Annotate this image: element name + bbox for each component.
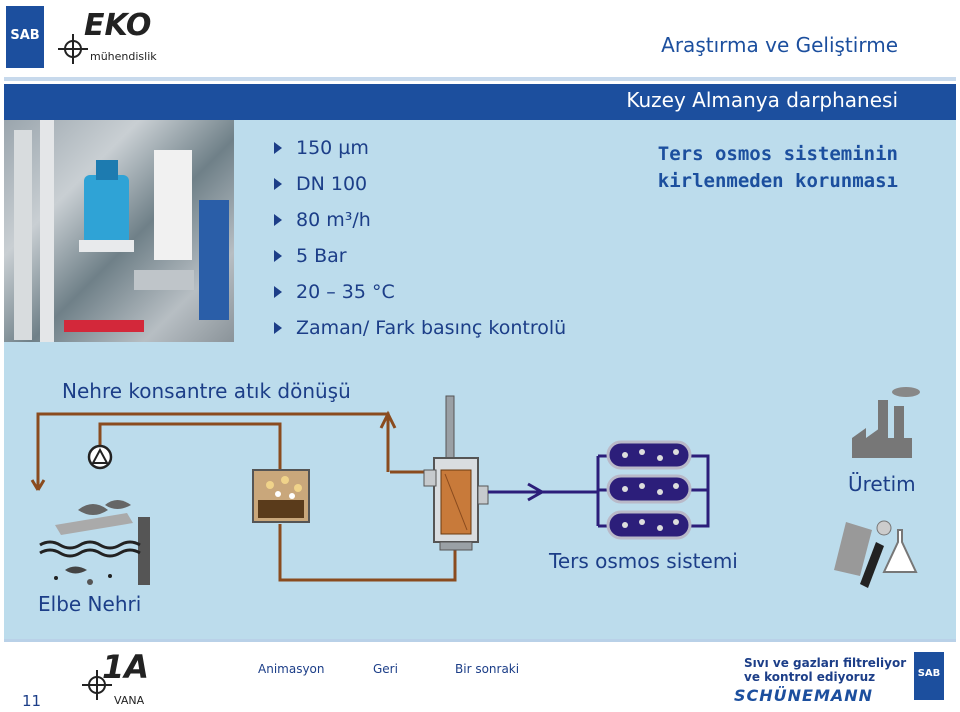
self-cleaning-filter-icon xyxy=(423,395,489,551)
spec-text: 150 µm xyxy=(296,137,369,159)
eko-logo: EKO mühendislik xyxy=(58,8,158,68)
spec-item: Zaman/ Fark basınç kontrolü xyxy=(274,314,566,350)
ro-system-label: Ters osmos sistemi xyxy=(549,549,738,573)
crosshair-icon xyxy=(58,34,88,64)
process-diagram xyxy=(30,387,920,588)
company-tagline: Sıvı ve gazları filtreliyor ve kontrol e… xyxy=(744,656,906,684)
spec-item: 80 m³/h xyxy=(274,206,566,242)
spec-item: 5 Bar xyxy=(274,242,566,278)
crosshair-icon xyxy=(82,670,112,700)
bullet-triangle-icon xyxy=(274,178,282,190)
laboratory-flask-icon xyxy=(834,520,918,588)
tagline-line-2: ve kontrol ediyoruz xyxy=(744,670,876,684)
equipment-photo xyxy=(4,120,234,342)
bullet-triangle-icon xyxy=(274,214,282,226)
return-pipe xyxy=(30,410,457,582)
animation-link[interactable]: Animasyon xyxy=(258,662,325,676)
ro-membrane-vessel-2 xyxy=(606,474,692,504)
spec-text: 80 m³/h xyxy=(296,209,371,231)
bullet-triangle-icon xyxy=(274,286,282,298)
sab-footer-logo: SAB xyxy=(914,652,944,700)
back-link[interactable]: Geri xyxy=(373,662,398,676)
river-label: Elbe Nehri xyxy=(38,592,142,616)
spec-item: 20 – 35 °C xyxy=(274,278,566,314)
sab-logo: SAB xyxy=(6,6,44,68)
eko-logo-subtext: mühendislik xyxy=(90,50,157,63)
filter-photo-illustration xyxy=(14,120,229,342)
spec-list: 150 µm DN 100 80 m³/h 5 Bar 20 – 35 °C Z… xyxy=(274,134,566,350)
sab-footer-logo-text: SAB xyxy=(917,668,941,679)
pump-icon xyxy=(87,444,113,470)
factory-icon xyxy=(852,387,920,458)
bullet-triangle-icon xyxy=(274,250,282,262)
footer-divider xyxy=(4,639,956,642)
sab-logo-text: SAB xyxy=(10,28,40,43)
vana-logo-number: 1A xyxy=(102,648,150,686)
concentrate-return-label: Nehre konsantre atık dönüşü xyxy=(62,379,351,403)
bullet-triangle-icon xyxy=(274,322,282,334)
page-number: 11 xyxy=(22,692,42,710)
spec-item: 150 µm xyxy=(274,134,566,170)
prefilter-icon xyxy=(252,469,310,523)
slide-title: Kuzey Almanya darphanesi xyxy=(626,88,898,112)
spec-text: DN 100 xyxy=(296,173,368,195)
ro-membrane-vessel-3 xyxy=(606,510,692,540)
river-icon xyxy=(39,500,150,585)
schuenemann-brand: SCHÜNEMANN xyxy=(734,686,874,705)
spec-text: 20 – 35 °C xyxy=(296,281,395,303)
vana-logo: 1A VANA xyxy=(82,648,162,708)
title-bar xyxy=(4,84,956,120)
ro-membrane-vessel-1 xyxy=(606,440,692,470)
subtitle-line-1: Ters osmos sisteminin xyxy=(657,143,898,165)
spec-text: 5 Bar xyxy=(296,245,347,267)
vana-logo-text: VANA xyxy=(114,694,145,707)
eko-logo-text: EKO xyxy=(84,8,152,43)
production-label: Üretim xyxy=(848,472,916,496)
next-link[interactable]: Bir sonraki xyxy=(455,662,520,676)
spec-text: Zaman/ Fark basınç kontrolü xyxy=(296,317,567,339)
tagline-line-1: Sıvı ve gazları filtreliyor xyxy=(744,656,907,670)
page-top-title: Araştırma ve Geliştirme xyxy=(661,33,898,57)
bullet-triangle-icon xyxy=(274,142,282,154)
header-divider xyxy=(4,77,956,81)
spec-item: DN 100 xyxy=(274,170,566,206)
subtitle-line-2: kirlenmeden korunması xyxy=(657,170,898,192)
